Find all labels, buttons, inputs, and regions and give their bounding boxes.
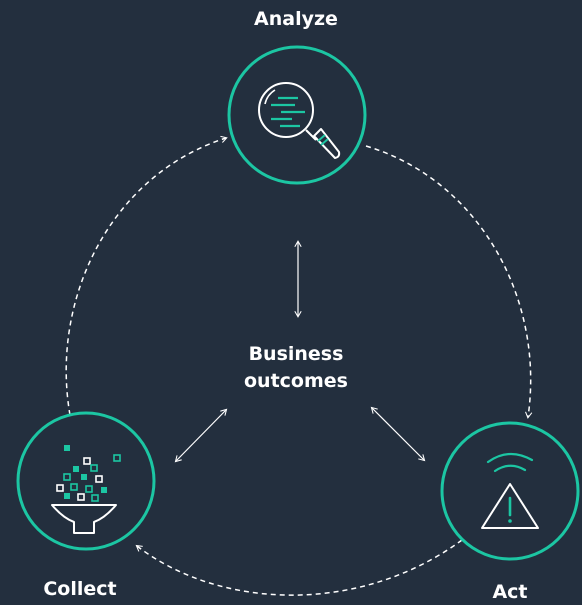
act-label: Act xyxy=(492,581,528,603)
link-center-collect xyxy=(174,408,228,463)
magnifier-icon xyxy=(258,82,341,159)
node-analyze xyxy=(227,45,367,185)
analyze-label: Analyze xyxy=(254,8,338,30)
center-label-line2: outcomes xyxy=(244,370,348,392)
cycle-arrow-analyze-to-act xyxy=(365,145,533,419)
node-collect xyxy=(16,411,156,551)
cycle-arrow-collect-to-analyze xyxy=(65,135,228,416)
warning-signal-icon xyxy=(481,452,539,529)
funnel-icon xyxy=(51,445,121,534)
center-label: Business outcomes xyxy=(196,341,396,395)
node-act xyxy=(440,421,580,561)
link-center-act xyxy=(370,406,426,462)
collect-label: Collect xyxy=(43,578,117,600)
cycle-arrow-act-to-collect xyxy=(135,539,463,596)
center-label-line1: Business xyxy=(248,343,344,365)
